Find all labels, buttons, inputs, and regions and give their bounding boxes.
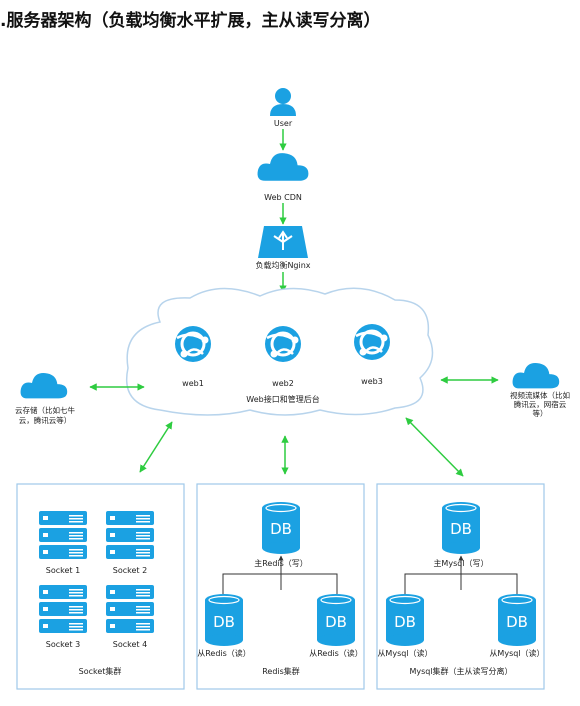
redis-slave2-label: 从Redis（读） [309,648,363,658]
socket-panel [16,483,185,690]
socket2-label: Socket 2 [113,566,147,575]
lb-label: 负载均衡Nginx [255,260,310,270]
redis-panel [196,483,365,690]
user-label: User [274,119,293,128]
socket1-label: Socket 1 [46,566,80,575]
video-label-line2: 腾讯云，网宿云 [514,399,567,409]
mysql-connector [404,573,518,594]
storage-label-line1: 云存储（比如七牛 [15,405,75,415]
web-app-icon [352,322,392,362]
web-cluster-label: Web接口和管理后台 [246,394,319,404]
mysql-slave1-db-text: DB [394,613,416,631]
cloud-icon [20,373,68,399]
mysql-slave1-label: 从Mysql（读） [377,648,432,658]
mysql-panel [376,483,545,690]
socket-arrow [139,421,173,473]
mysql-master-db-text: DB [450,520,472,538]
web2-label: web2 [272,379,294,388]
web-app-icon [173,324,213,364]
socket-caption: Socket集群 [79,666,122,676]
mysql-arrow [405,417,464,477]
socket4-label: Socket 4 [113,640,147,649]
redis-connector [222,573,338,594]
page-title: .服务器架构（负载均衡水平扩展，主从读写分离） [0,11,381,31]
mysql-slave2-db-text: DB [506,613,528,631]
server-icon [106,511,154,559]
redis-slave2-db-text: DB [325,613,347,631]
redis-slave1-label: 从Redis（读） [197,648,251,658]
web-app-icon [263,324,303,364]
video-label-line3: 等） [533,408,548,418]
server-icon [39,585,87,633]
server-icon [106,585,154,633]
cloud-icon [257,153,309,181]
socket3-label: Socket 3 [46,640,80,649]
load-balancer-icon [258,226,308,258]
web3-label: web3 [361,377,383,386]
mysql-slave2-label: 从Mysql（读） [489,648,544,658]
cloud-icon [512,363,560,389]
video-label-line1: 视频流媒体（比如 [510,390,570,400]
mysql-caption: Mysql集群（主从读写分离） [409,666,512,676]
storage-label-line2: 云，腾讯云等） [19,415,72,425]
redis-slave1-db-text: DB [213,613,235,631]
cdn-label: Web CDN [264,193,302,202]
web1-label: web1 [182,379,204,388]
user-icon [270,88,296,116]
server-icon [39,511,87,559]
redis-master-db-text: DB [270,520,292,538]
redis-caption: Redis集群 [262,666,300,676]
